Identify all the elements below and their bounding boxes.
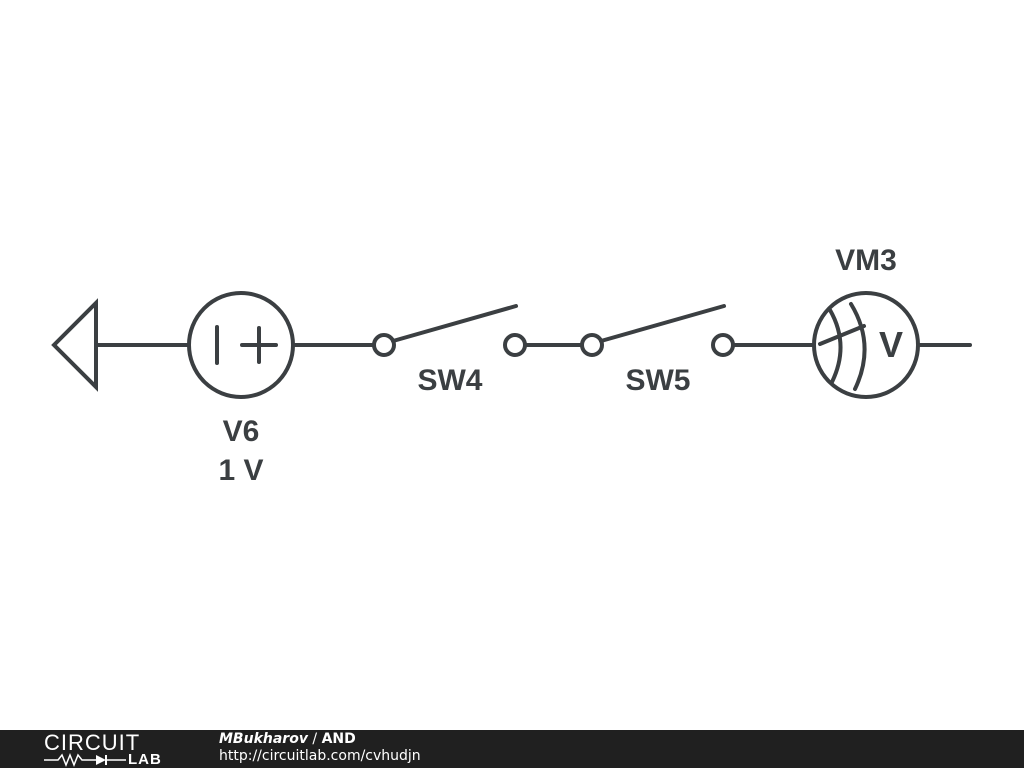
switch-sw5 bbox=[580, 304, 735, 357]
circuit-title[interactable]: AND bbox=[321, 731, 356, 747]
sw5-label: SW5 bbox=[625, 364, 690, 397]
logo-text-circuit: CIRCUIT bbox=[44, 730, 141, 755]
resistor-diode-icon bbox=[44, 753, 126, 767]
author-link[interactable]: MBukharov bbox=[219, 731, 308, 747]
ground-symbol bbox=[51, 298, 98, 392]
circuitlab-logo[interactable]: CIRCUIT LAB bbox=[44, 730, 184, 768]
vm3-label: VM3 bbox=[835, 244, 897, 277]
circuit-url[interactable]: http://circuitlab.com/cvhudjn bbox=[219, 748, 421, 764]
source-name-label: V6 bbox=[223, 415, 260, 448]
circuit-meta: MBukharov / AND http://circuitlab.com/cv… bbox=[219, 731, 421, 765]
voltmeter-symbol: V bbox=[879, 324, 903, 365]
switch-sw4 bbox=[372, 304, 527, 357]
footer-bar: CIRCUIT LAB MBukharov / AND http://circu… bbox=[0, 730, 1024, 768]
sw4-label: SW4 bbox=[417, 364, 482, 397]
circuit-schematic: V6 1 V SW4 SW5 V VM3 bbox=[51, 244, 972, 487]
voltage-source-v6 bbox=[187, 291, 295, 399]
author-title-line: MBukharov / AND bbox=[219, 731, 421, 748]
title-separator: / bbox=[307, 731, 322, 747]
source-value-label: 1 V bbox=[218, 454, 263, 487]
logo-text-lab: LAB bbox=[128, 751, 162, 768]
